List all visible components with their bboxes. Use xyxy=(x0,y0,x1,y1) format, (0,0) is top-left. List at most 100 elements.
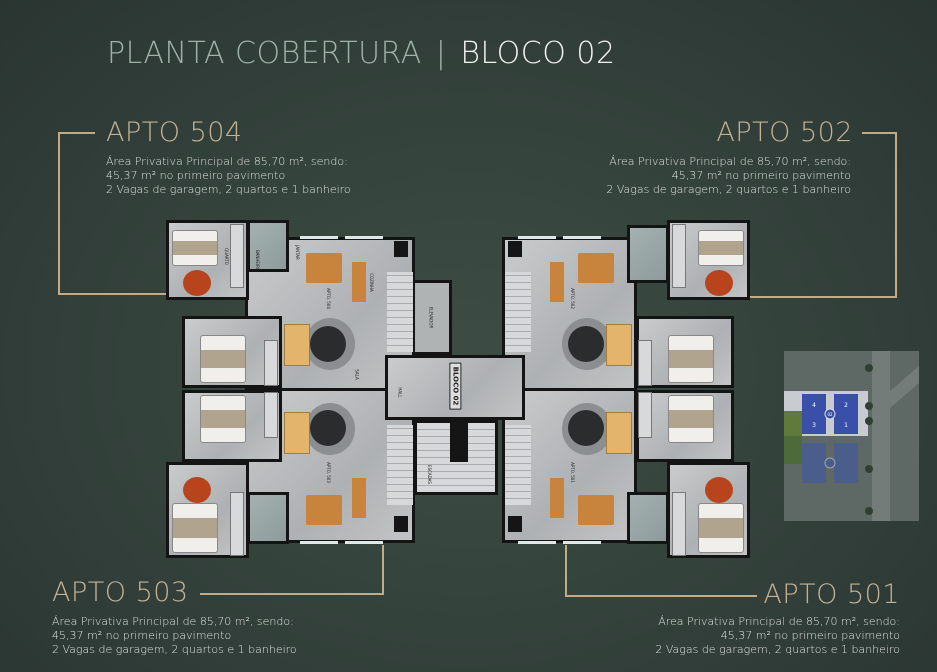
apto-502-bathroom xyxy=(627,225,669,283)
rug-icon xyxy=(183,477,211,503)
window xyxy=(345,541,383,544)
closet xyxy=(638,392,652,438)
sofa-icon xyxy=(284,324,310,366)
connector-504-vert xyxy=(58,132,60,295)
kitchen-counter xyxy=(352,262,366,302)
closet xyxy=(264,340,278,386)
bed-icon xyxy=(698,503,744,553)
elevator xyxy=(412,280,452,355)
bed-icon xyxy=(172,230,218,266)
unit-tag-501: APTO. 501 xyxy=(569,462,575,483)
connector-502-top xyxy=(862,132,897,134)
stove-icon xyxy=(394,516,408,532)
closet xyxy=(264,392,278,438)
dining-table-icon xyxy=(578,253,614,283)
stove-icon xyxy=(394,241,408,257)
stove-icon xyxy=(508,516,522,532)
connector-501-horiz xyxy=(565,595,757,597)
apto-503-line-2: 45,37 m² no primeiro pavimento xyxy=(52,629,232,642)
apto-504-title: APTO 504 xyxy=(106,117,243,148)
unit-tag-504: APTO. 504 xyxy=(325,288,331,309)
unit-1-inactive xyxy=(834,463,858,483)
coffee-table-icon xyxy=(568,326,604,362)
stove-icon xyxy=(508,241,522,257)
connector-501-vert xyxy=(565,545,567,597)
apto-501-line-3: 2 Vagas de garagem, 2 quartos e 1 banhei… xyxy=(655,643,900,656)
connector-502-bottom xyxy=(750,296,897,298)
unit-4-inactive xyxy=(802,443,826,463)
sofa-icon xyxy=(606,324,632,366)
apto-501-line-1: Área Privativa Principal de 85,70 m², se… xyxy=(658,615,900,628)
connector-504-bottom xyxy=(58,293,166,295)
stairs-label: ESCADAS xyxy=(426,465,432,484)
window xyxy=(300,236,338,239)
closet xyxy=(230,492,244,556)
room-label-jantar: JANTAR xyxy=(294,245,300,260)
side-street xyxy=(890,366,919,408)
bed-icon xyxy=(200,335,246,383)
apto-501-stairs xyxy=(505,425,531,505)
window xyxy=(345,236,383,239)
tree-icon xyxy=(865,417,873,425)
title-block: BLOCO 02 xyxy=(460,36,616,71)
room-label-banheiro: BANHEIRO xyxy=(255,249,261,272)
page-title: PLANTA COBERTURA | BLOCO 02 xyxy=(107,36,616,71)
closet xyxy=(672,492,686,556)
coffee-table-icon xyxy=(568,410,604,446)
tree-icon xyxy=(865,402,873,410)
window xyxy=(518,541,556,544)
tree-icon xyxy=(865,465,873,473)
window xyxy=(563,236,601,239)
bed-icon xyxy=(698,230,744,266)
site-unit-3: 3 xyxy=(812,422,816,429)
coffee-table-icon xyxy=(310,326,346,362)
window xyxy=(518,236,556,239)
bed-icon xyxy=(172,503,218,553)
apto-503-bathroom xyxy=(247,492,289,544)
unit-1-active xyxy=(834,414,858,434)
apto-502-line-1: Área Privativa Principal de 85,70 m², se… xyxy=(609,155,851,168)
unit-3-inactive xyxy=(802,463,826,483)
title-left: PLANTA COBERTURA xyxy=(107,36,422,71)
apto-503-stairs xyxy=(387,425,413,505)
apto-502-line-3: 2 Vagas de garagem, 2 quartos e 1 banhei… xyxy=(606,183,851,196)
apto-502-line-2: 45,37 m² no primeiro pavimento xyxy=(671,169,851,182)
apto-504-line-3: 2 Vagas de garagem, 2 quartos e 1 banhei… xyxy=(106,183,351,196)
apto-504-line-2: 45,37 m² no primeiro pavimento xyxy=(106,169,286,182)
street xyxy=(872,351,890,521)
apto-501-description: Área Privativa Principal de 85,70 m², se… xyxy=(655,615,900,657)
connector-503-horiz xyxy=(200,593,384,595)
site-unit-4: 4 xyxy=(812,402,816,409)
bed-icon xyxy=(668,395,714,443)
sofa-icon xyxy=(284,412,310,454)
core-label: BLOCO 02 xyxy=(449,362,462,410)
dining-table-icon xyxy=(306,495,342,525)
rug-icon xyxy=(705,270,733,296)
apto-501-title: APTO 501 xyxy=(763,579,900,610)
connector-503-vert xyxy=(382,545,384,595)
site-map-svg: 4 2 3 1 02 xyxy=(784,351,919,521)
bed-icon xyxy=(668,335,714,383)
rug-icon xyxy=(705,477,733,503)
unit-tag-503: APTO. 503 xyxy=(325,462,331,483)
room-label-cozinha: COZINHA xyxy=(368,273,374,292)
closet xyxy=(638,340,652,386)
site-unit-2: 2 xyxy=(844,402,848,409)
dining-table-icon xyxy=(578,495,614,525)
elevator-label: ELEVADOR xyxy=(428,306,434,329)
garden xyxy=(784,411,802,436)
window xyxy=(300,541,338,544)
unit-2-inactive xyxy=(834,443,858,463)
connector-502-vert xyxy=(895,132,897,298)
sofa-icon xyxy=(606,412,632,454)
apto-501-line-2: 45,37 m² no primeiro pavimento xyxy=(720,629,900,642)
unit-3-active xyxy=(802,414,826,434)
dining-table-icon xyxy=(306,253,342,283)
apto-503-line-3: 2 Vagas de garagem, 2 quartos e 1 banhei… xyxy=(52,643,297,656)
connector-504-top xyxy=(58,132,95,134)
room-label-sala: SALA xyxy=(354,369,360,380)
garden-2 xyxy=(784,436,802,464)
title-separator: | xyxy=(435,36,447,71)
site-map: 4 2 3 1 02 xyxy=(784,351,919,521)
